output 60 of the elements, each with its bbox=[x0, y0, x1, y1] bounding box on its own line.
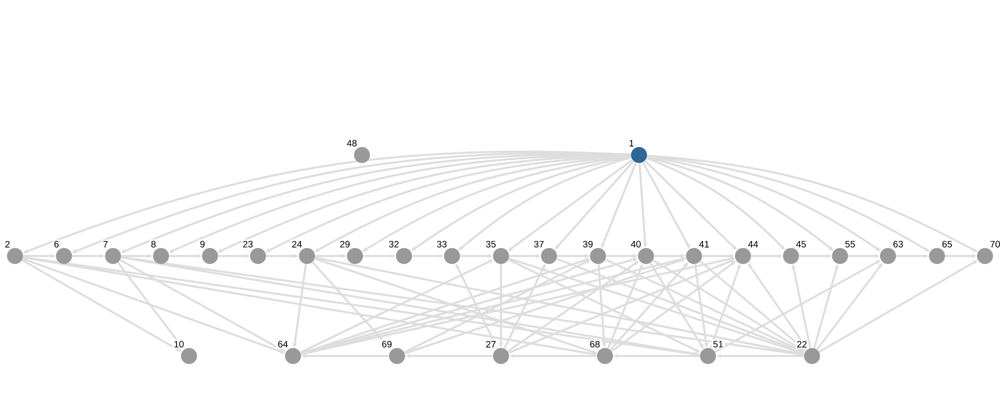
node-label: 6 bbox=[54, 240, 59, 248]
node-label: 45 bbox=[796, 240, 806, 248]
node-label: 37 bbox=[534, 240, 544, 248]
graph-node: 69 bbox=[380, 340, 405, 364]
graph-node: 55 bbox=[832, 240, 857, 264]
graph-node: 70 bbox=[977, 240, 1000, 264]
graph-node: 8 bbox=[150, 240, 169, 264]
node-label: 9 bbox=[200, 240, 205, 248]
graph-node: 41 bbox=[686, 240, 711, 264]
node-label: 24 bbox=[292, 240, 302, 248]
node-label: 55 bbox=[845, 240, 855, 248]
graph-node: 44 bbox=[735, 240, 760, 264]
graph-node: 6 bbox=[52, 240, 72, 264]
node-label: 44 bbox=[748, 241, 758, 248]
node-label: 65 bbox=[942, 240, 952, 248]
node-label: 10 bbox=[174, 340, 184, 348]
graph-node: 10 bbox=[172, 340, 197, 364]
node-label: 1 bbox=[630, 140, 634, 146]
graph-node: 63 bbox=[880, 240, 905, 264]
graph-node: 2 bbox=[4, 240, 23, 264]
node-label: 39 bbox=[583, 240, 593, 248]
graph-node: 22 bbox=[795, 340, 820, 364]
node-label: 63 bbox=[893, 240, 903, 248]
node-label: 48 bbox=[346, 140, 357, 146]
graph-node: 68 bbox=[588, 340, 613, 364]
graph-node: 32 bbox=[387, 240, 412, 264]
node-label: 69 bbox=[382, 340, 392, 348]
node-label: 33 bbox=[437, 240, 447, 248]
graph-node: 33 bbox=[435, 240, 460, 264]
graph-node: 7 bbox=[102, 240, 121, 264]
graph-node: 45 bbox=[783, 240, 808, 264]
graph-node: 40 bbox=[629, 240, 654, 264]
graph-node: 65 bbox=[929, 240, 954, 264]
node-label: 8 bbox=[151, 240, 156, 248]
node-label: 35 bbox=[486, 240, 496, 248]
graph-node: 27 bbox=[484, 340, 509, 364]
graph-node: 39 bbox=[581, 240, 606, 264]
graph-node: 9 bbox=[198, 240, 218, 264]
graph-node: 23 bbox=[241, 240, 266, 264]
node-label: 27 bbox=[486, 340, 496, 348]
node-label: 70 bbox=[990, 240, 1000, 248]
graph-node: 37 bbox=[532, 240, 557, 264]
graph-node: 29 bbox=[338, 240, 363, 264]
node-label: 22 bbox=[797, 340, 807, 348]
node-label: 23 bbox=[243, 240, 253, 248]
node-label: 40 bbox=[630, 240, 641, 248]
graph-node: 64 bbox=[276, 340, 301, 364]
graph-node: 1 bbox=[628, 138, 647, 163]
node-label: 32 bbox=[389, 240, 399, 248]
graph-node: 48 bbox=[345, 138, 370, 163]
node-label: 64 bbox=[278, 340, 288, 348]
node-label: 41 bbox=[699, 241, 709, 248]
node-label: 2 bbox=[5, 240, 10, 248]
node-label: 51 bbox=[713, 340, 723, 348]
node-label: 68 bbox=[590, 340, 600, 348]
graph-node: 35 bbox=[484, 240, 509, 264]
graph-node: 24 bbox=[290, 240, 315, 264]
node-label: 29 bbox=[340, 240, 350, 248]
node-label: 7 bbox=[103, 241, 108, 248]
graph-node: 51 bbox=[700, 340, 725, 364]
